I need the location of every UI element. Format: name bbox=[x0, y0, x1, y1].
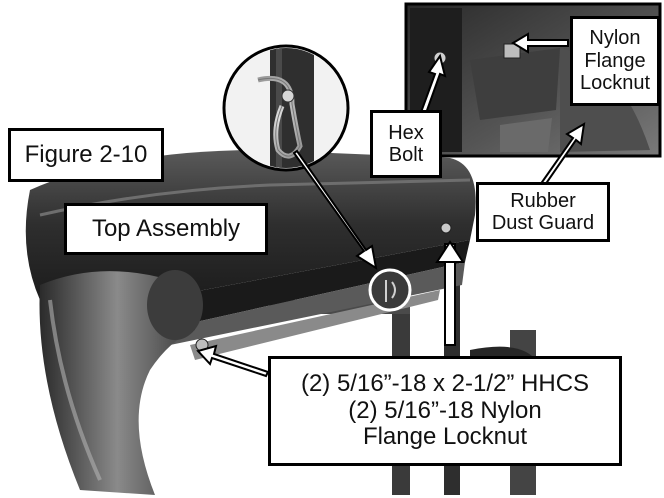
callout-line: Bolt bbox=[388, 144, 424, 166]
pin-highlight-circle bbox=[368, 268, 412, 312]
top-assembly-label-text: Top Assembly bbox=[91, 214, 241, 242]
figure-label: Figure 2-10 bbox=[8, 128, 164, 182]
callout-line: Flange bbox=[584, 49, 646, 72]
callout-line: Dust Guard bbox=[491, 212, 595, 234]
rubber-dust-guard-label: Rubber Dust Guard bbox=[476, 182, 610, 242]
callout-line: Hex bbox=[388, 121, 424, 144]
callout-line: Locknut bbox=[579, 72, 651, 95]
elbow-pipe bbox=[39, 270, 209, 495]
hardware-label: (2) 5/16”-18 x 2-1/2” HHCS (2) 5/16”-18 … bbox=[268, 356, 622, 466]
top-assembly-label: Top Assembly bbox=[64, 203, 268, 255]
nylon-flange-locknut-label: Nylon Flange Locknut bbox=[570, 16, 660, 106]
callout-line: Flange Locknut bbox=[362, 423, 528, 451]
callout-line: Rubber bbox=[510, 189, 576, 212]
hex-bolt-label: Hex Bolt bbox=[370, 110, 442, 178]
pin-detail-magnifier bbox=[222, 44, 350, 172]
callout-arrows bbox=[196, 32, 586, 378]
figure-label-text: Figure 2-10 bbox=[24, 140, 148, 168]
callout-line: Nylon bbox=[589, 27, 641, 50]
callout-line: (2) 5/16”-18 Nylon bbox=[348, 396, 542, 424]
callout-line: (2) 5/16”-18 x 2-1/2” HHCS bbox=[300, 369, 590, 397]
